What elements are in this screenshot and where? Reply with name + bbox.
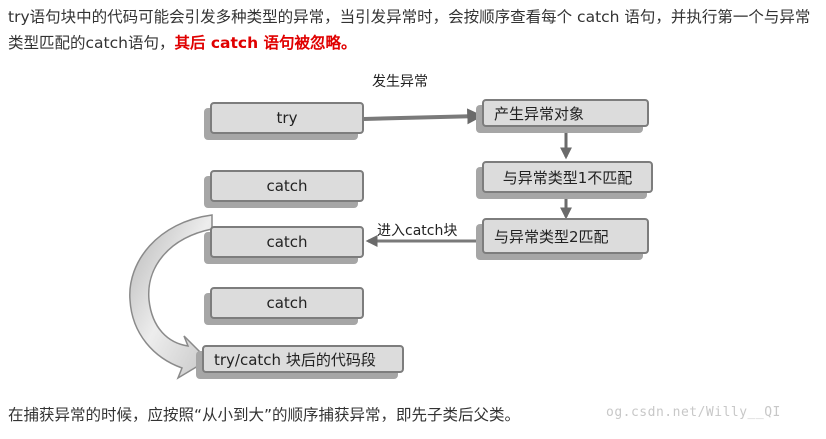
skip-to-after-arrow (129, 214, 213, 380)
catch-block-2: catch (210, 226, 364, 258)
try-block: try (210, 102, 364, 134)
intro-paragraph: try语句块中的代码可能会引发多种类型的异常，当引发异常时，会按顺序查看每个 c… (8, 4, 823, 56)
conclusion-paragraph: 在捕获异常的时候，应按照“从小到大”的顺序捕获异常，即先子类后父类。 (8, 406, 521, 424)
catch-label-3: catch (266, 294, 308, 312)
after-label: try/catch 块后的代码段 (214, 350, 376, 369)
intro-emphasis: 其后 catch 语句被忽略。 (174, 34, 357, 52)
after-try-catch-block: try/catch 块后的代码段 (202, 345, 404, 373)
try-label: try (276, 109, 298, 127)
create-exception-object-block: 产生异常对象 (482, 99, 649, 127)
intro-text: try语句块中的代码可能会引发多种类型的异常，当引发异常时，会按顺序查看每个 c… (8, 8, 811, 52)
type1-mismatch-block: 与异常类型1不匹配 (482, 161, 653, 193)
catch-label-2: catch (266, 233, 308, 251)
type2-match-block: 与异常类型2匹配 (482, 218, 649, 254)
watermark: og.csdn.net/Willy__QI (606, 405, 781, 420)
exception-caption: 发生异常 (372, 74, 428, 90)
enter-catch-caption: 进入catch块 (377, 223, 458, 239)
create-object-label: 产生异常对象 (494, 104, 585, 123)
catch-block-3: catch (210, 287, 364, 319)
try-to-exception-arrow (363, 108, 484, 125)
match-label: 与异常类型2匹配 (494, 227, 609, 246)
catch-block-1: catch (210, 170, 364, 202)
catch-label-1: catch (266, 177, 308, 195)
mismatch-label: 与异常类型1不匹配 (502, 168, 633, 187)
